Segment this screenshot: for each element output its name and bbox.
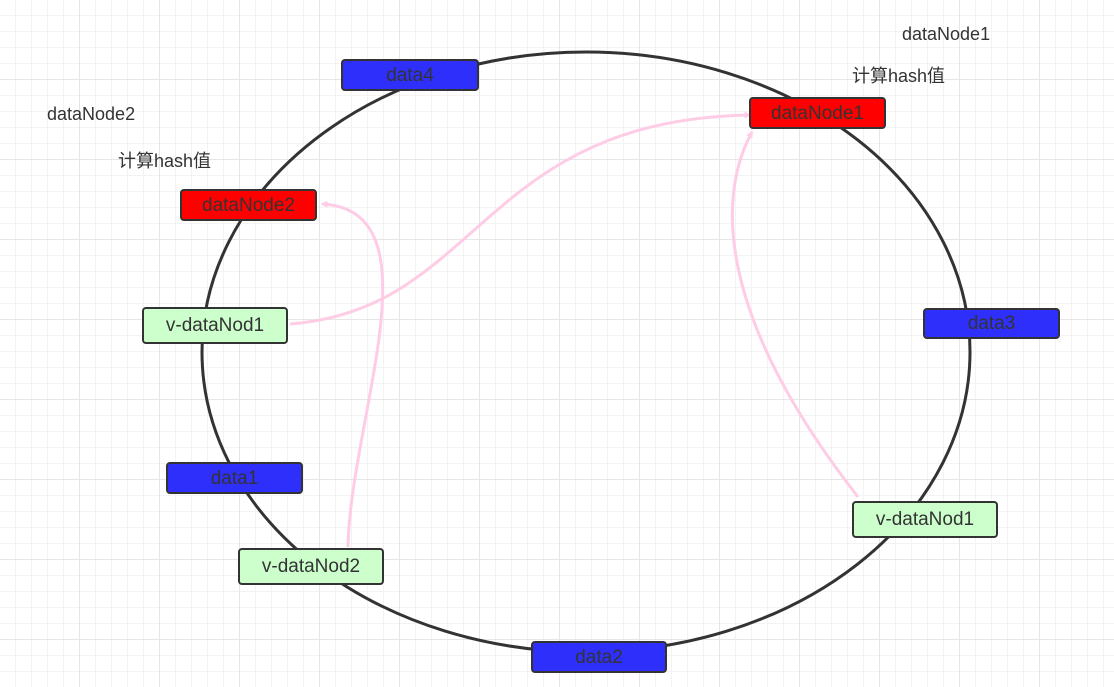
datanode2-title-label: dataNode2	[47, 104, 136, 124]
v-datanod2-node: v-dataNod2	[238, 548, 384, 585]
datanode2-node: dataNode2	[180, 189, 317, 221]
v-datanod1-right-node: v-dataNod1	[852, 501, 998, 538]
arrow-v-datanod1-right-to-datanode1	[730, 130, 860, 498]
data2-node: data2	[531, 641, 667, 673]
datanode1-node: dataNode1	[749, 97, 886, 129]
data1-node: data1	[166, 462, 303, 494]
data4-node: data4	[341, 59, 479, 91]
datanode1-hash-label: 计算hash值	[852, 66, 946, 86]
arrow-v-datanod2-to-datanode2	[320, 200, 385, 548]
v-datanod1-left-node: v-dataNod1	[142, 307, 288, 344]
datanode2-hash-label: 计算hash值	[118, 151, 212, 171]
data3-node: data3	[923, 308, 1060, 339]
arrow-v-datanod1-left-to-datanode1	[289, 111, 752, 326]
datanode1-title-label: dataNode1	[902, 24, 991, 44]
